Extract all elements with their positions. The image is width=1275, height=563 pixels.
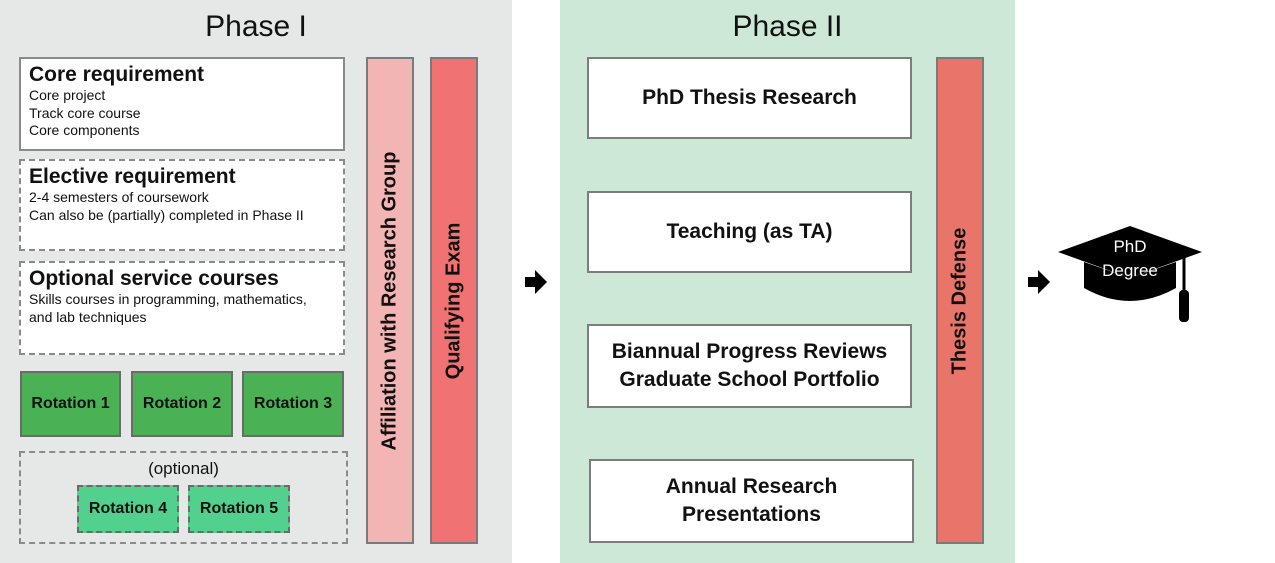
progress-reviews-box: Biannual Progress Reviews Graduate Schoo… — [587, 324, 912, 408]
affiliation-label: Affiliation with Research Group — [378, 151, 401, 450]
teaching-label: Teaching (as TA) — [666, 220, 833, 243]
qualifying-exam-bar: Qualifying Exam — [430, 57, 478, 544]
thesis-defense-bar: Thesis Defense — [936, 57, 984, 544]
research-presentations-label-2: Presentations — [682, 503, 821, 526]
rotation-2-box: Rotation 2 — [131, 371, 233, 437]
portfolio-label: Graduate School Portfolio — [619, 368, 880, 391]
degree-line-1: PhD — [1113, 237, 1146, 256]
core-requirement-title: Core requirement — [29, 63, 205, 86]
right-arrow-icon — [1028, 270, 1050, 294]
phase-1-panel: Phase I Core requirement Core project Tr… — [0, 0, 512, 563]
optional-rotations-group: (optional) — [19, 451, 348, 544]
optional-label: (optional) — [148, 459, 219, 478]
phase-1-title: Phase I — [205, 10, 307, 43]
core-requirement-box: Core requirement Core project Track core… — [19, 57, 345, 151]
phase-2-title: Phase II — [732, 10, 843, 43]
core-requirement-line: Core components — [29, 122, 140, 138]
research-presentations-box: Annual Research Presentations — [589, 459, 914, 543]
elective-requirement-line: Can also be (partially) completed in Pha… — [29, 206, 304, 223]
core-requirement-line: Core project — [29, 87, 106, 103]
progress-reviews-label: Biannual Progress Reviews — [611, 340, 888, 363]
service-courses-line: Skills courses in programming, mathemati… — [29, 291, 307, 307]
teaching-box: Teaching (as TA) — [587, 191, 912, 273]
service-courses-title: Optional service courses — [29, 267, 279, 290]
elective-requirement-title: Elective requirement — [29, 165, 236, 188]
thesis-research-box: PhD Thesis Research — [587, 57, 912, 139]
service-courses-line: and lab techniques — [29, 308, 147, 325]
rotation-3-box: Rotation 3 — [242, 371, 344, 437]
degree-line-2: Degree — [1102, 261, 1158, 280]
rotation-4-box: Rotation 4 — [77, 485, 179, 533]
thesis-research-label: PhD Thesis Research — [642, 86, 857, 109]
affiliation-bar: Affiliation with Research Group — [366, 57, 414, 544]
graduation-cap-icon: PhD Degree — [1058, 226, 1202, 322]
research-presentations-label-1: Annual Research — [665, 475, 838, 498]
right-arrow-icon — [525, 270, 547, 294]
elective-requirement-line: 2-4 semesters of coursework — [29, 189, 209, 205]
rotation-1-box: Rotation 1 — [20, 371, 121, 437]
elective-requirement-box: Elective requirement 2-4 semesters of co… — [19, 159, 345, 251]
core-requirement-line: Track core course — [29, 104, 141, 121]
qualifying-exam-label: Qualifying Exam — [442, 222, 465, 379]
rotation-5-box: Rotation 5 — [188, 485, 290, 533]
phase-2-panel: Phase II PhD Thesis Research Teaching (a… — [560, 0, 1015, 563]
thesis-defense-label: Thesis Defense — [948, 227, 971, 374]
service-courses-box: Optional service courses Skills courses … — [19, 261, 345, 355]
